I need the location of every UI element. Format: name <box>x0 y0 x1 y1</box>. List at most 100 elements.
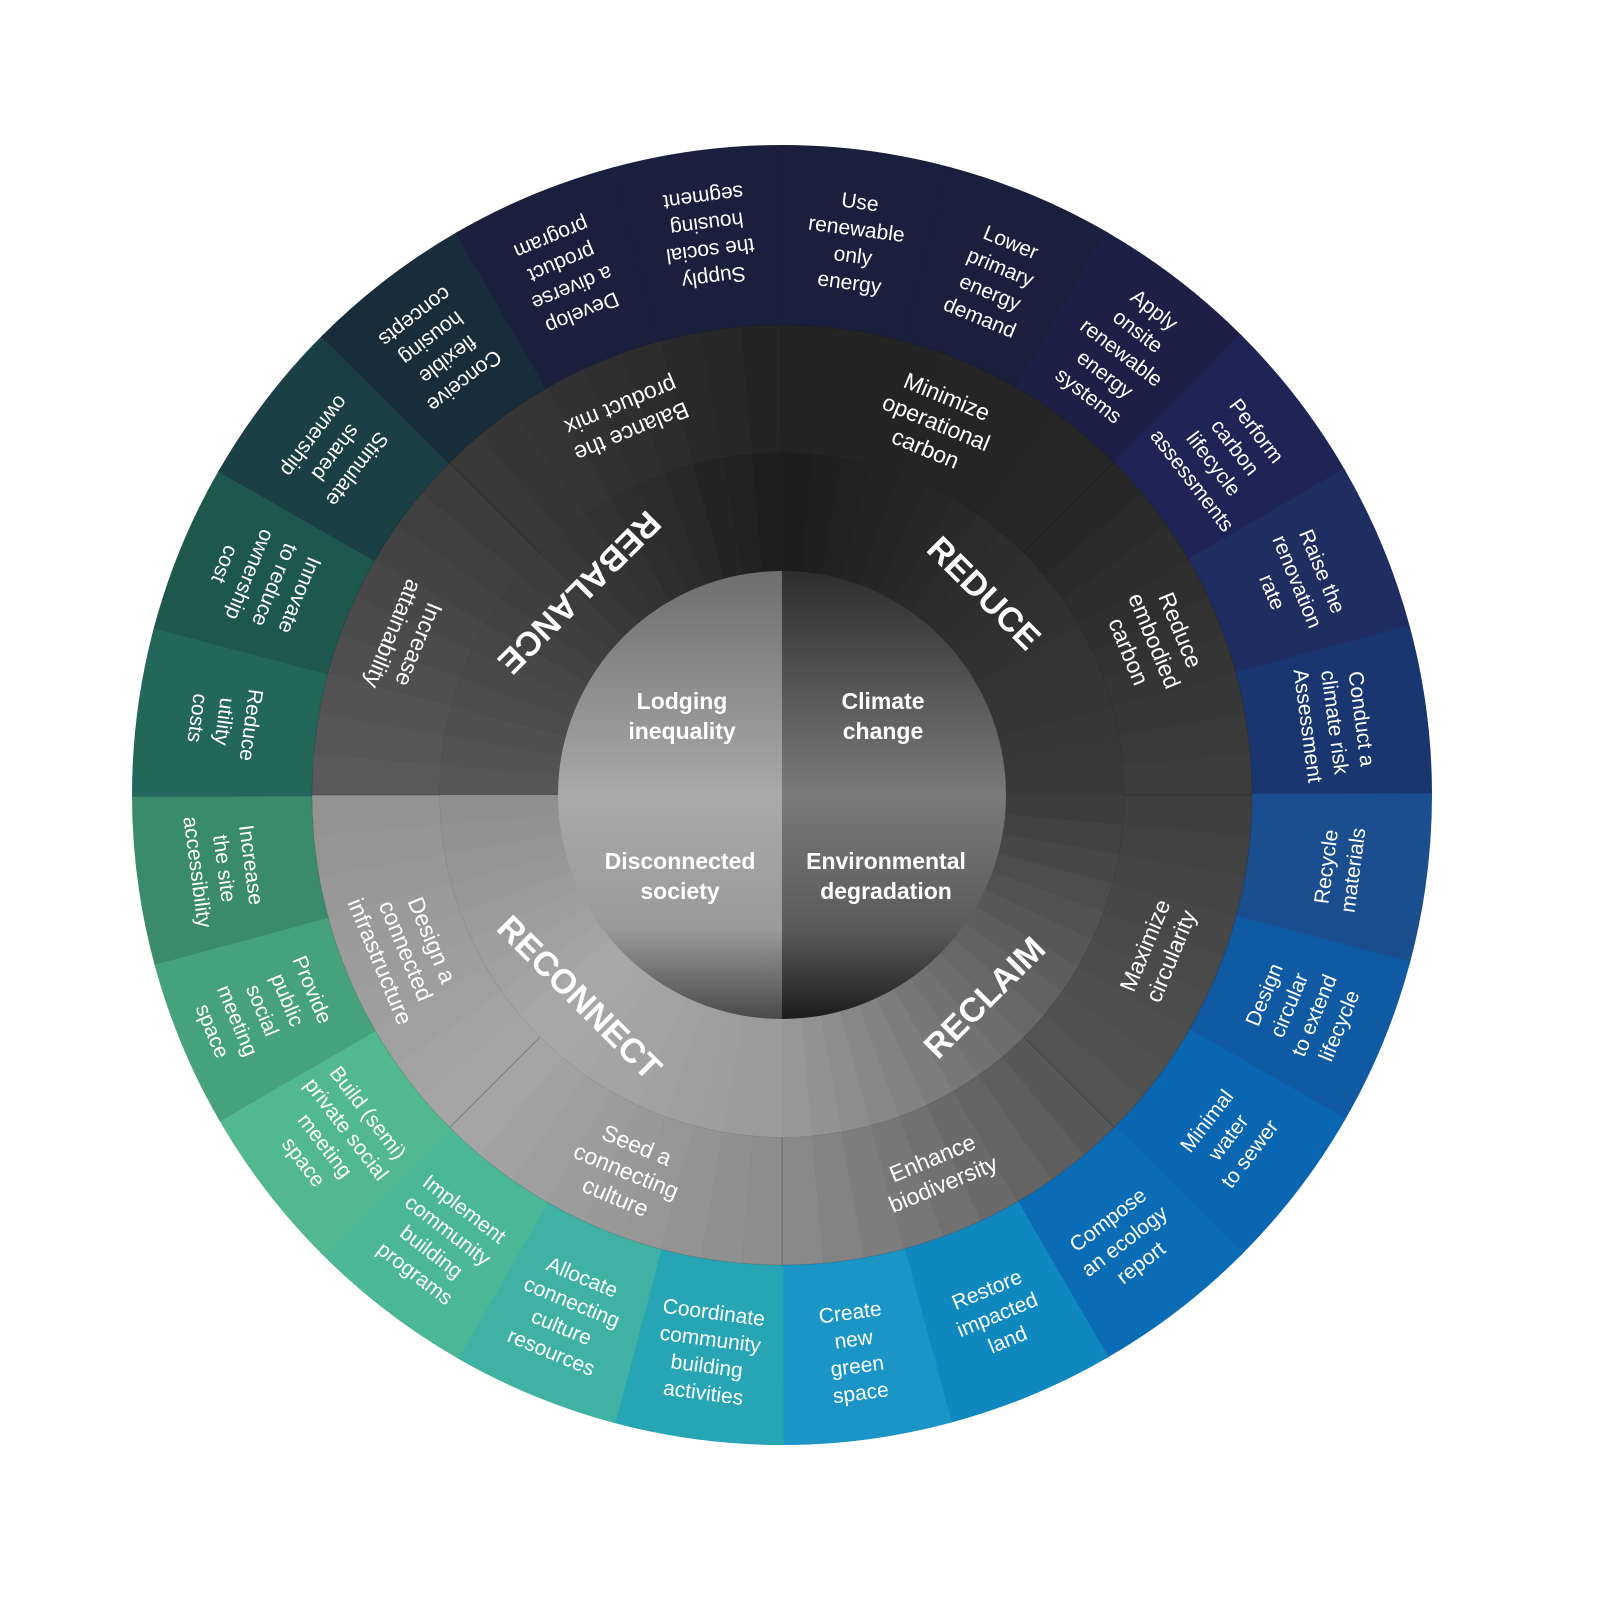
action-segment[interactable] <box>153 468 377 675</box>
ring-shade-slice <box>1001 735 1123 777</box>
ring-shade-slice <box>374 523 504 625</box>
ring-shade-slice <box>858 473 929 594</box>
action-segment[interactable] <box>1187 915 1411 1122</box>
ring-shade-slice <box>1023 462 1144 578</box>
ring-shade-slice <box>485 597 601 684</box>
ring-shade-slice <box>501 573 612 668</box>
ring-shade-slice <box>510 1073 612 1203</box>
action-segment[interactable] <box>132 625 330 797</box>
ring-shade-slice <box>1043 492 1169 601</box>
ring-shade-slice <box>451 851 573 912</box>
ring-shade-slice <box>1117 824 1251 880</box>
action-segment[interactable] <box>780 145 952 343</box>
ring-shade-slice <box>801 454 844 576</box>
ring-shade-slice <box>621 340 696 475</box>
action-segment[interactable] <box>902 166 1109 390</box>
ring-shade-slice <box>420 1012 541 1128</box>
action-label: Conduct aclimate riskAssessment <box>1289 661 1380 785</box>
action-segment[interactable] <box>612 1247 784 1445</box>
ring-shade-slice <box>691 1010 744 1132</box>
core-challenge-line: Lodging <box>637 688 728 714</box>
core-challenges <box>558 571 1006 1019</box>
action-segment[interactable] <box>902 1200 1109 1424</box>
ring-shade-slice <box>327 881 462 956</box>
action-segment[interactable] <box>132 793 330 965</box>
ring-shade-slice <box>547 368 640 500</box>
ring-shade-slice <box>1076 939 1208 1033</box>
action-segment[interactable] <box>1015 231 1243 465</box>
ring-shade-slice <box>1117 713 1251 768</box>
action-segment[interactable] <box>612 145 784 343</box>
ring-shade-slice <box>444 832 567 884</box>
action-segment[interactable] <box>153 915 377 1122</box>
ring-shade-slice <box>857 997 927 1117</box>
ring-shade-slice <box>991 678 1113 739</box>
core-challenge-line: Environmental <box>806 848 966 874</box>
ring-shade-slice <box>892 977 979 1093</box>
ring-shade-slice <box>909 514 1004 625</box>
ring-shade-slice <box>313 822 447 877</box>
ring-shade-slice <box>355 937 487 1030</box>
action-segment[interactable] <box>780 1247 952 1445</box>
ring-shade-slice <box>312 792 443 836</box>
ring-shade-slice <box>838 1004 899 1126</box>
ring-shade-slice <box>976 1056 1085 1182</box>
ring-shade-slice <box>983 871 1104 942</box>
ring-shade-slice <box>451 676 573 738</box>
ring-shade-slice <box>441 813 563 855</box>
ring-shade-slice <box>974 889 1092 968</box>
ring-shade-slice <box>663 1004 725 1126</box>
ring-shade-slice <box>445 704 567 757</box>
action-segment[interactable] <box>455 1200 662 1424</box>
ring-shade-slice <box>471 888 589 966</box>
ring-shade-slice <box>1001 434 1117 556</box>
ring-shade-slice <box>356 557 488 651</box>
ring-shade-slice <box>700 326 755 460</box>
ring-shade-slice <box>938 938 1044 1039</box>
ring-shade-slice <box>875 988 953 1106</box>
ring-shade-slice <box>339 909 473 994</box>
ring-shade-slice <box>908 965 1002 1077</box>
action-label-line: only <box>832 242 874 270</box>
ring-shade-slice <box>722 454 764 576</box>
ring-shade-slice <box>449 433 565 554</box>
ring-shade-slice <box>963 906 1079 993</box>
ring-shade-slice <box>782 453 814 573</box>
action-segment[interactable] <box>1234 793 1432 965</box>
ring-shade-slice <box>478 1055 587 1181</box>
ring-shade-slice <box>440 793 560 825</box>
ring-shade-slice <box>1060 965 1190 1067</box>
action-segment[interactable] <box>321 1125 549 1359</box>
ring-shade-slice <box>544 1089 638 1221</box>
core-challenge-line: degradation <box>820 878 952 904</box>
ring-shade-slice <box>964 598 1080 685</box>
ring-shade-slice <box>997 833 1119 886</box>
ring-shade-slice <box>657 1123 723 1258</box>
action-segment[interactable] <box>218 334 452 562</box>
action-label: Reduceutilitycosts <box>181 681 267 763</box>
pillars-ring <box>440 453 1124 1137</box>
ring-shade-slice <box>952 575 1064 669</box>
ring-shade-slice <box>870 341 946 476</box>
ring-shade-slice <box>328 631 463 707</box>
ring-shade-slice <box>809 1130 864 1264</box>
ring-shade-slice <box>581 1103 666 1237</box>
action-segment[interactable] <box>1234 625 1433 797</box>
ring-shade-slice <box>997 706 1120 758</box>
action-segment[interactable] <box>455 166 662 390</box>
ring-shade-slice <box>609 987 688 1105</box>
ring-shade-slice <box>697 1130 753 1264</box>
ring-shade-slice <box>975 624 1093 702</box>
ring-shade-slice <box>811 326 867 460</box>
ring-shade-slice <box>441 733 563 776</box>
ring-shade-slice <box>1091 596 1225 681</box>
ring-shade-slice <box>484 905 600 992</box>
action-segment[interactable] <box>1187 468 1411 675</box>
action-segment[interactable] <box>1112 1028 1346 1256</box>
ring-shade-slice <box>952 922 1063 1017</box>
ring-shade-slice <box>750 1017 782 1137</box>
